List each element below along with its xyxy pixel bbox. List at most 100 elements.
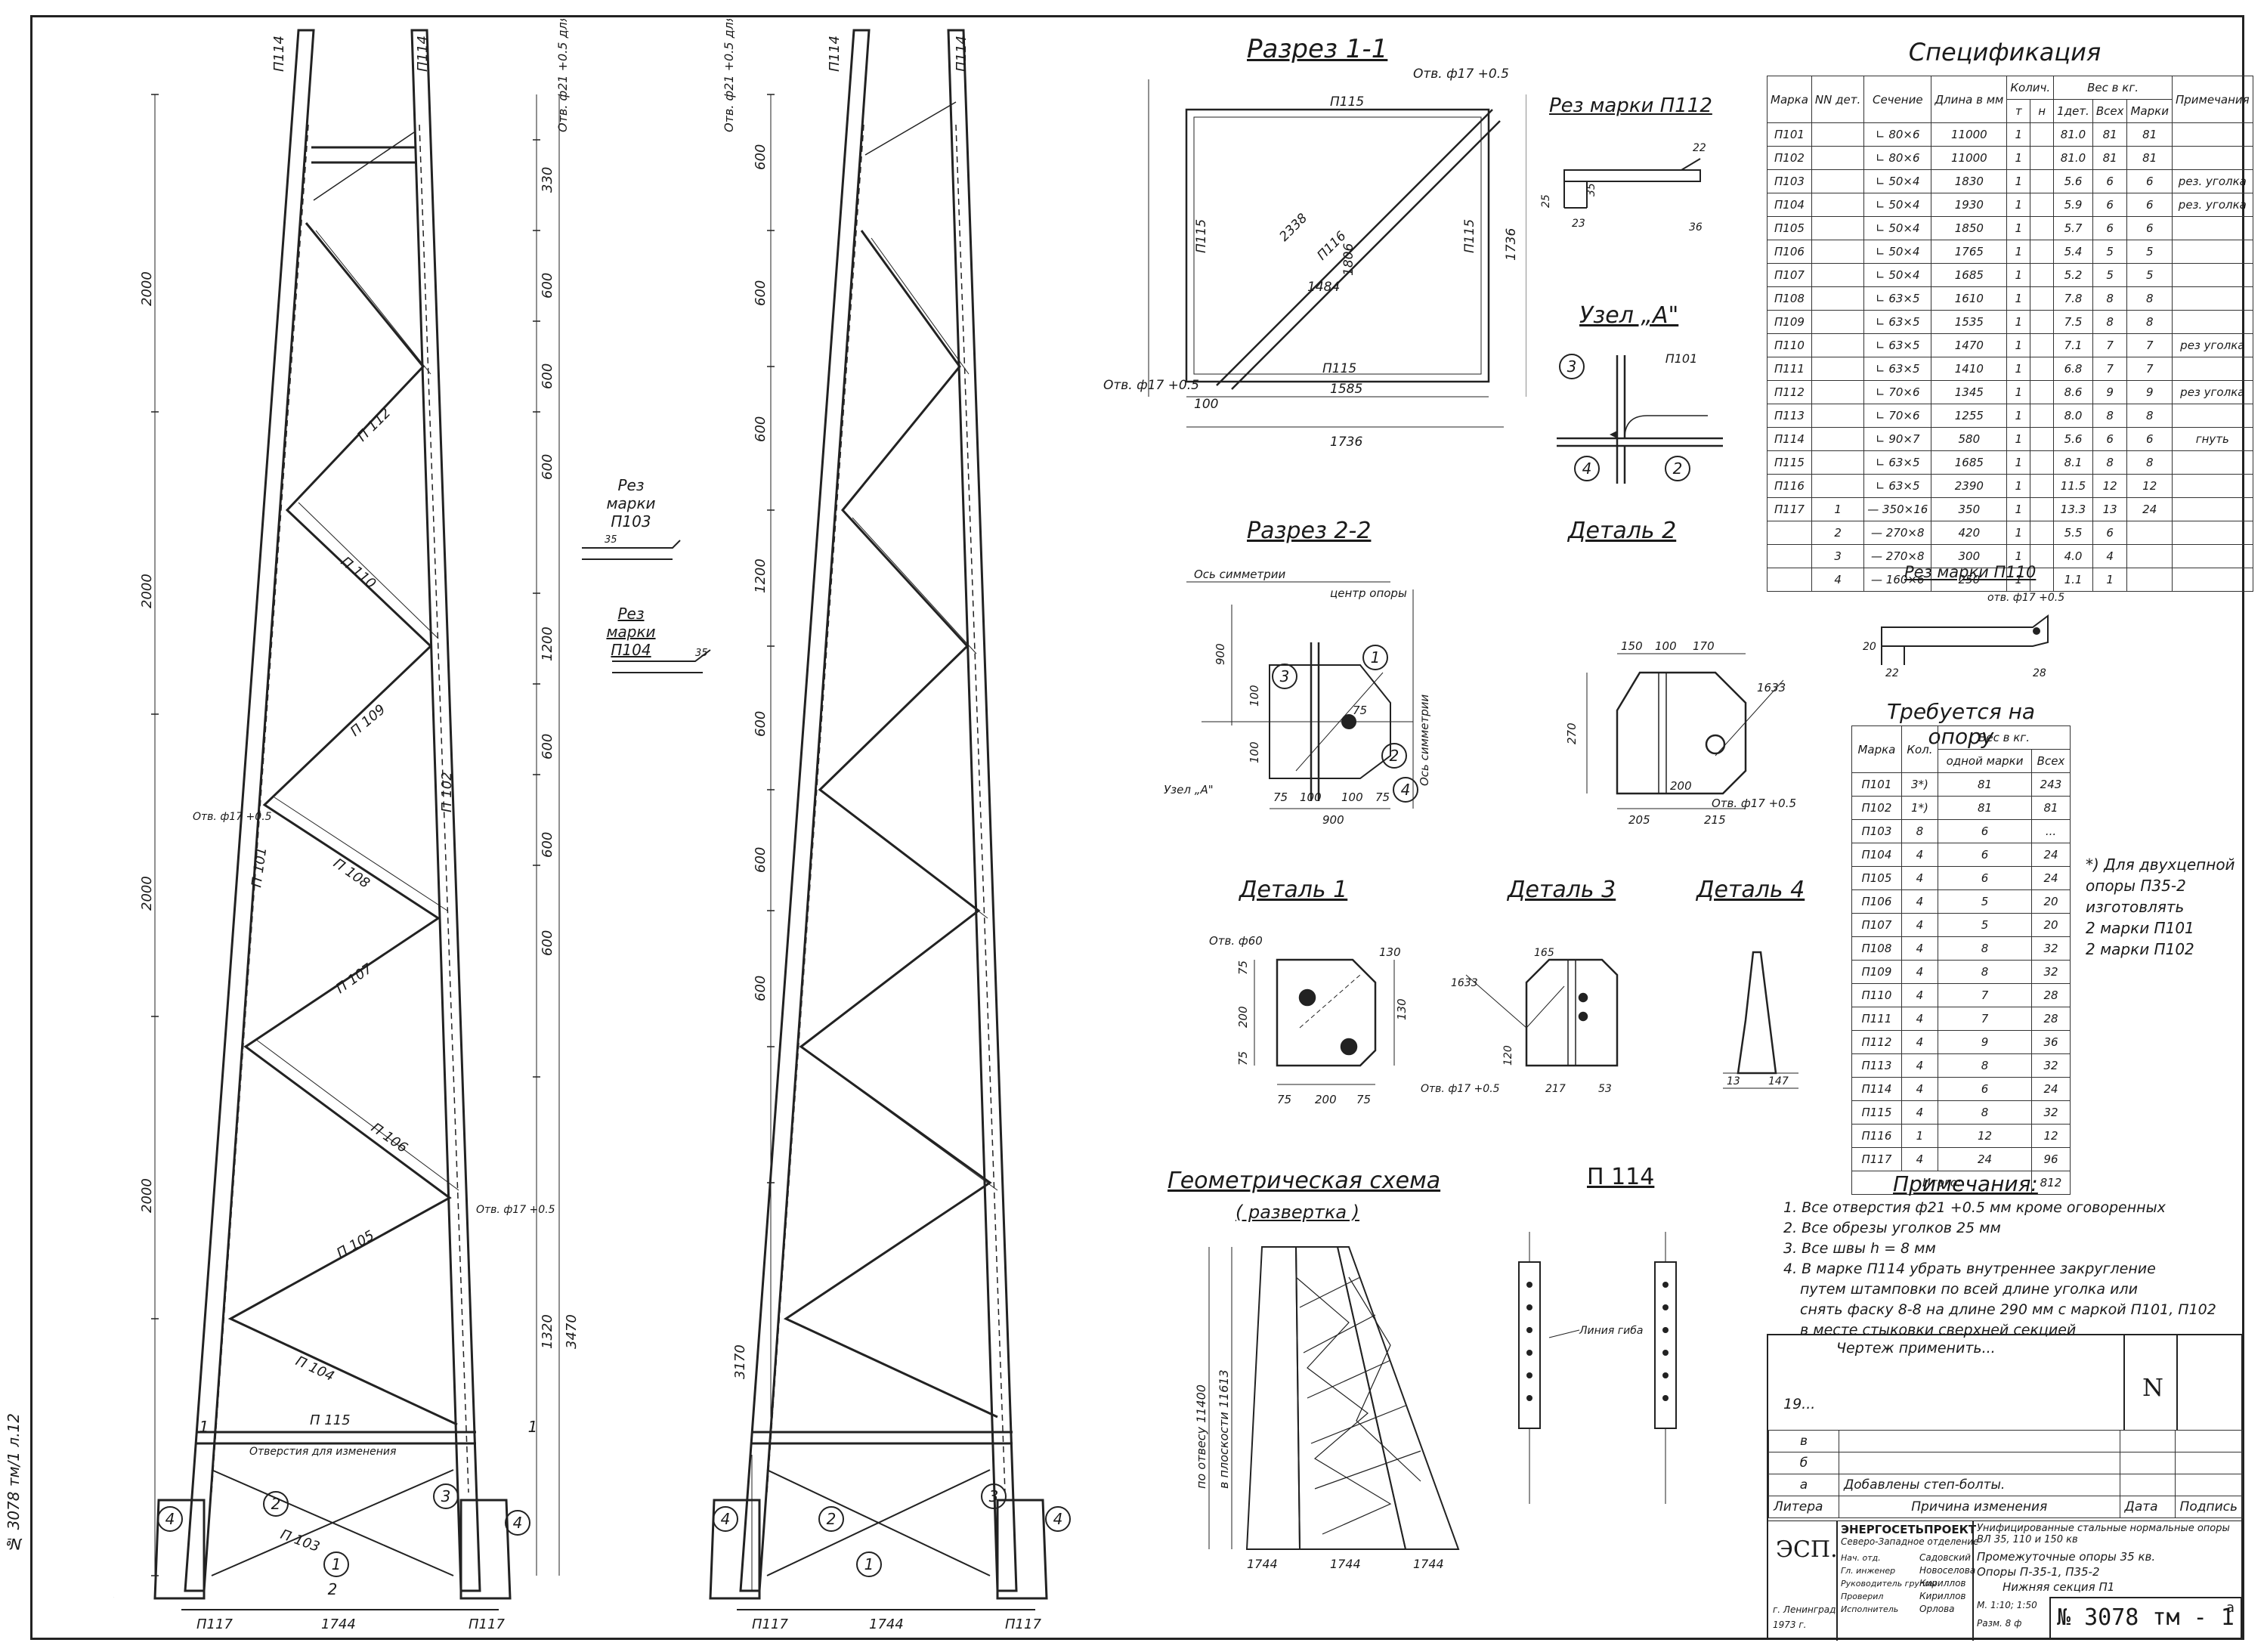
archive-label: № 3078 тм/1 л.12	[5, 1413, 23, 1553]
spec-cell	[2030, 122, 2055, 147]
spec-cell	[1811, 286, 1865, 311]
stamp-title3: Опоры П-35-1, П35-2	[1977, 1565, 2100, 1579]
t2-hole-note: Отв. ф21 +0.5 для степ-болтов	[722, 19, 736, 132]
spec-cell: 7.1	[2053, 333, 2093, 357]
spec-cell: 11000	[1931, 146, 2008, 170]
spec-cell: 1.1	[2053, 568, 2093, 592]
rev-letter-a: а	[1768, 1474, 1839, 1496]
svg-text:П 101: П 101	[249, 846, 270, 889]
spec-cell	[2030, 240, 2055, 264]
spec-cell: ∟ 50×4	[1863, 263, 1932, 287]
spec-cell: 11.5	[2053, 474, 2093, 498]
stamp-applied: Чертеж применить...	[1836, 1340, 1996, 1357]
spec-cell	[2030, 286, 2055, 311]
spec-cell: ∟ 50×4	[1863, 193, 1932, 217]
spec-cell: 1	[2006, 450, 2031, 475]
spec-cell: 4	[2092, 544, 2128, 568]
tower-1-drawing: П114 П114 П 112 П 110 П 109 П 108 П 107 …	[113, 19, 580, 1632]
spec-cell: 6	[2092, 216, 2128, 240]
detail1-hole: Отв. ф60	[1209, 934, 1263, 948]
spec-cell: 1	[1811, 497, 1865, 521]
spec-cell	[1811, 357, 1865, 381]
spec-cell: П104	[1767, 193, 1812, 217]
section22-circle-1: 1	[1371, 648, 1381, 667]
notes-list: 1. Все отверстия ф21 +0.5 мм кроме огово…	[1783, 1198, 2237, 1341]
t2-dim-1: 600	[753, 280, 769, 306]
required-cell: 12	[2030, 1124, 2071, 1148]
t2-circle-4b: 4	[1053, 1510, 1063, 1528]
stamp-size: Разм. 8 ф	[1977, 1618, 2022, 1629]
spec-cell: 1345	[1931, 380, 2008, 404]
required-cell: П104	[1851, 843, 1902, 867]
section11-dim-0: 2338	[1276, 211, 1310, 245]
spec-cell: П109	[1767, 310, 1812, 334]
spec-cell: 81	[2126, 146, 2173, 170]
spec-cell: 5.6	[2053, 427, 2093, 451]
detail1-dim-5: 200	[1315, 1093, 1337, 1106]
spec-cell: 7	[2126, 333, 2173, 357]
required-cell: 24	[2030, 843, 2071, 867]
required-cell: П103	[1851, 819, 1902, 843]
spec-cell	[1811, 216, 1865, 240]
spec-cell: 1	[2006, 263, 2031, 287]
detail3-dim-0: 165	[1534, 947, 1554, 959]
section11-hole-top: Отв. ф17 +0.5	[1413, 67, 1509, 82]
spec-cell: 7	[2092, 333, 2128, 357]
section11-label-3: П115	[1462, 219, 1477, 253]
spec-cell	[2030, 521, 2055, 545]
spec-h-qty: Колич.	[2006, 76, 2055, 100]
stamp-role-1: Гл. инженер	[1841, 1566, 1896, 1576]
spec-cell: — 270×8	[1863, 521, 1932, 545]
t2-circle-2: 2	[827, 1510, 837, 1528]
spec-cell: 5.4	[2053, 240, 2093, 264]
spec-cell: 13	[2092, 497, 2128, 521]
spec-cell	[2126, 568, 2173, 592]
spec-cell: 6	[2092, 521, 2128, 545]
t1-dim-right-1: 600	[540, 273, 555, 299]
stamp-year: 19...	[1783, 1396, 1816, 1412]
t1-circle-4a: 4	[165, 1510, 175, 1528]
required-cell: 4	[1901, 960, 1939, 984]
section11-dim-1: 1806	[1341, 243, 1356, 276]
detail1-dim-2: 200	[1236, 1006, 1250, 1028]
required-cell: 81	[1938, 796, 2032, 820]
stamp-year2: 1973 г.	[1773, 1620, 1807, 1630]
spec-cell: 81.0	[2053, 146, 2093, 170]
cut-p104: Рез марки П104	[597, 605, 665, 659]
cut-p103-sketch: 35	[582, 534, 681, 560]
spec-cell	[1811, 193, 1865, 217]
spec-cell: 8.1	[2053, 450, 2093, 475]
spec-cell	[2030, 404, 2055, 428]
t1-dim-right-8: 1320	[540, 1314, 555, 1349]
scheme-bottom-0: 1744	[1247, 1557, 1278, 1571]
spec-cell: 1535	[1931, 310, 2008, 334]
required-cell: 3*)	[1901, 772, 1939, 797]
t2-dim-2: 600	[753, 416, 769, 442]
spec-cell: ∟ 63×5	[1863, 310, 1932, 334]
section22-dim-1: 100	[1248, 685, 1261, 707]
t1-top-mark-right: П114	[415, 36, 431, 72]
detail1-dim-6: 75	[1356, 1093, 1371, 1106]
detail1-dim-3: 75	[1236, 1051, 1250, 1066]
required-cell: 4	[1901, 843, 1939, 867]
detail3-title: Деталь 3	[1508, 877, 1616, 903]
t1-section-mark-1a: 1	[199, 1418, 209, 1436]
spec-h-weight: Вес в кг.	[2053, 76, 2173, 100]
col-reason: Причина изменения	[1839, 1496, 2120, 1518]
spec-cell: П101	[1767, 122, 1812, 147]
t2-dim-0: 600	[753, 144, 769, 170]
section11-dim-2: 1484	[1307, 280, 1340, 295]
spec-cell	[2126, 521, 2173, 545]
cut-p110-title: Рез марки П110	[1904, 563, 2037, 581]
section22-circle-3: 3	[1280, 667, 1290, 685]
spec-cell: 8	[2126, 310, 2173, 334]
section11-dim-3: 1585	[1330, 382, 1362, 397]
